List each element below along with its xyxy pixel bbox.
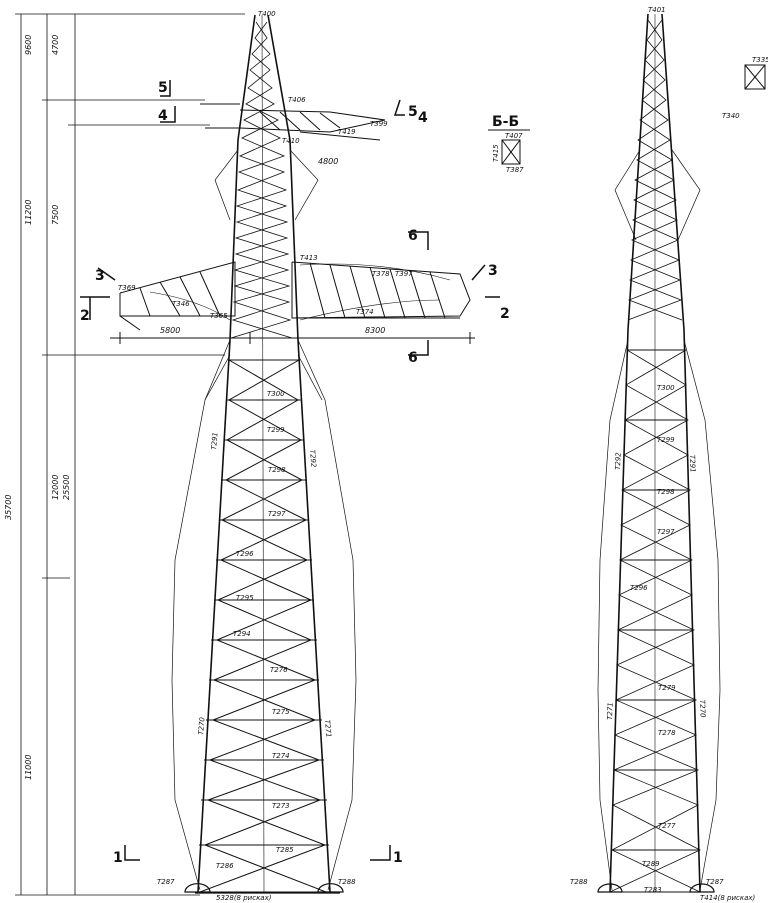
crossarm-label: T369 (118, 284, 136, 292)
left-feet (184, 883, 344, 894)
upper-arm-dim: 4800 (318, 157, 338, 166)
section-mark-6-top: 6 (408, 228, 418, 244)
diag-label: T276 (270, 666, 288, 674)
foot-label-left: T287 (157, 878, 175, 886)
crossarm-label: T399 (370, 120, 388, 128)
left-section-marks (80, 80, 500, 861)
right-leg-label: T270 (698, 700, 707, 718)
right-tower-guys (597, 149, 721, 891)
crossarm-label: T397 (395, 270, 413, 278)
section-mark-3-right: 3 (488, 263, 498, 279)
left-upper-crossarm (200, 103, 386, 141)
right-diag-label: T299 (657, 436, 675, 444)
foot-note-left: 5328(8 рисках) (216, 894, 272, 902)
leg-label-right-upper: T292 (308, 449, 318, 468)
diag-label: T275 (272, 708, 290, 716)
right-diag-label: T296 (630, 584, 648, 592)
dim-outer-1: 9600 (24, 35, 33, 55)
section-mark-2-right: 2 (500, 306, 510, 322)
right-diag-label: T298 (657, 488, 675, 496)
crossarm-dim-left: 5800 (160, 326, 180, 335)
diag-label: T300 (267, 390, 285, 398)
leg-label-right-lower: T271 (323, 719, 333, 737)
left-outer-guys (171, 149, 357, 891)
section-mark-1-left: 1 (113, 850, 123, 866)
diag-label: T297 (268, 510, 286, 518)
top-label: T406 (288, 96, 306, 104)
diag-label: T294 (233, 630, 251, 638)
right-diag-label: T289 (642, 860, 660, 868)
section-mark-6-bottom: 6 (408, 350, 418, 366)
diag-label: T286 (216, 862, 234, 870)
left-panel-horizontals (196, 359, 333, 893)
right-leg-label: T271 (606, 702, 615, 720)
right-tower-legs (609, 13, 701, 893)
diag-label: T299 (267, 426, 285, 434)
right-tower-bracing (609, 19, 701, 893)
section-label: T415 (492, 144, 500, 162)
top-label: T419 (338, 128, 356, 136)
left-lower-bracing (199, 359, 327, 893)
dim-outer-4: 11000 (24, 755, 33, 780)
diag-label: T274 (272, 752, 290, 760)
right-foot-label: T287 (706, 878, 724, 886)
diag-label: T273 (272, 802, 290, 810)
right-foot-label: T288 (570, 878, 588, 886)
crossarm-label: T413 (300, 254, 318, 262)
section-mark-5-right: 5 (408, 104, 418, 120)
crossarm-label: T378 (372, 270, 390, 278)
diag-label: T285 (276, 846, 294, 854)
right-leg-label: T292 (614, 452, 623, 470)
top-label: T400 (258, 10, 276, 18)
right-detail-label: T340 (722, 112, 740, 120)
right-diag-label: T277 (658, 822, 676, 830)
section-mark-4-left: 4 (158, 108, 168, 124)
foot-label-right: T288 (338, 878, 356, 886)
right-diag-label: T278 (658, 729, 676, 737)
top-label: T410 (282, 137, 300, 145)
crossarm-dim-right: 8300 (365, 326, 385, 335)
section-view-detail (488, 129, 530, 165)
right-top-label: T401 (648, 6, 666, 14)
dim-outer-3: 12000 (51, 475, 60, 500)
left-upper-bracing (230, 21, 293, 339)
right-detail (744, 64, 766, 90)
dim-inner-3: 25500 (62, 475, 71, 500)
right-feet (597, 883, 715, 893)
left-main-crossarm (110, 261, 475, 344)
diag-label: T295 (236, 594, 254, 602)
leg-label-left-upper: T291 (210, 432, 220, 450)
section-view-title: Б-Б (492, 114, 519, 130)
right-foot-note: T414(8 рисках) (700, 894, 756, 902)
diag-label: T296 (236, 550, 254, 558)
section-mark-1-right: 1 (393, 850, 403, 866)
crossarm-label: T346 (172, 300, 190, 308)
left-dimension-lines (15, 13, 245, 896)
section-label: T407 (505, 132, 523, 140)
section-mark-3-left: 3 (95, 268, 105, 284)
right-foot-label: T283 (644, 886, 662, 894)
dim-outer-2: 11200 (24, 200, 33, 225)
diag-label: T298 (268, 466, 286, 474)
left-crossarm-hangers (149, 263, 451, 321)
right-diag-label: T297 (657, 528, 675, 536)
right-diag-label: T279 (658, 684, 676, 692)
dim-inner-2: 7500 (51, 205, 60, 225)
leg-label-left-lower: T270 (197, 716, 207, 735)
section-label: T387 (506, 166, 524, 174)
right-detail-label: T335 (752, 56, 768, 64)
dim-total-height: 35700 (4, 495, 13, 520)
section-mark-5-left: 5 (158, 80, 168, 96)
right-diag-label: T300 (657, 384, 675, 392)
dim-inner-1: 4700 (51, 35, 60, 55)
right-leg-label: T291 (688, 455, 697, 473)
crossarm-label: T374 (356, 308, 374, 316)
crossarm-label: T365 (210, 312, 228, 320)
left-tower-center (261, 14, 265, 893)
section-mark-4-right: 4 (418, 110, 428, 126)
section-mark-2-left: 2 (80, 308, 90, 324)
